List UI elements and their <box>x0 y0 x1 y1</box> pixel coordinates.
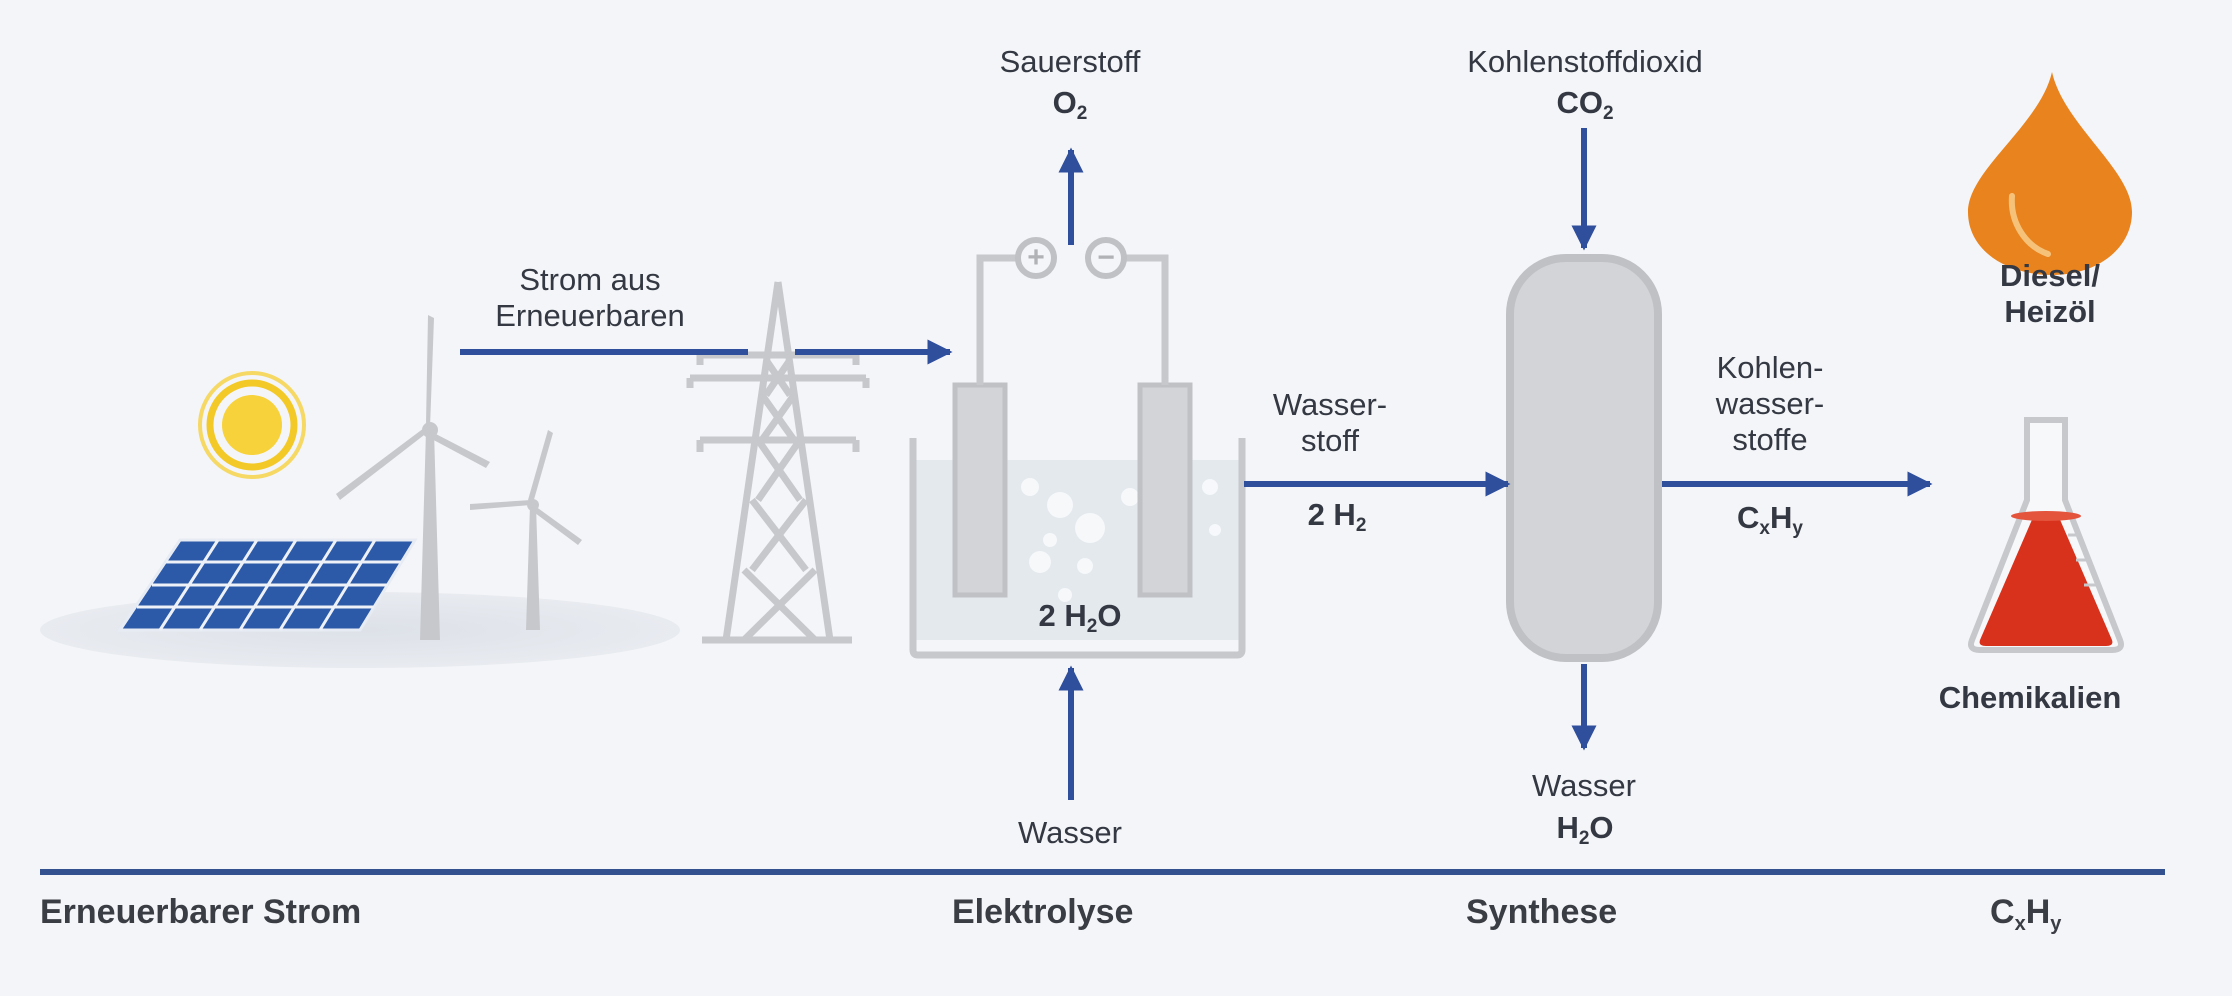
hydrocarbon-formula: CxHy <box>1737 500 1803 539</box>
wasser-in-label: Wasser <box>1018 815 1122 850</box>
kohlenwasserstoffe-label: Kohlen- wasser- stoffe <box>1690 350 1850 458</box>
sun-icon <box>198 371 306 479</box>
diesel-line1: Diesel/ <box>2000 258 2100 293</box>
kw-line2: wasser- <box>1715 386 1825 421</box>
electrolyzer-icon <box>909 237 1246 659</box>
oil-drop-icon <box>1968 72 2132 275</box>
footer-synthese: Synthese <box>1466 893 1618 931</box>
cathode-terminal-icon <box>1085 237 1127 279</box>
strom-aus-erneuerbaren-label: Strom aus Erneuerbaren <box>470 262 710 334</box>
diesel-line2: Heizöl <box>2004 294 2096 329</box>
solar-panel-icon <box>117 538 418 632</box>
water-in-cell-formula: 2 H2O <box>1038 598 1122 637</box>
o2-formula: O2 <box>1052 85 1088 124</box>
terminal-plus-label: + <box>1027 241 1045 274</box>
kw-line3: stoffe <box>1732 422 1808 457</box>
co2-name-label: Kohlenstoffdioxid <box>1467 44 1703 79</box>
hydrogen-formula: 2 H2 <box>1307 497 1367 536</box>
diesel-heizoel-label: Diesel/ Heizöl <box>1960 258 2140 330</box>
chemikalien-label: Chemikalien <box>1938 680 2122 715</box>
strom-line1: Strom aus <box>519 262 661 297</box>
wind-turbine-icon <box>336 315 582 640</box>
wasserstoff-line1: Wasser- <box>1272 387 1388 422</box>
sauerstoff-label: Sauerstoff <box>999 44 1141 79</box>
wasserstoff-line2: stoff <box>1300 423 1360 458</box>
water-out-formula: H2O <box>1556 810 1614 849</box>
flow-arrows <box>460 128 1933 800</box>
reactor-tank-icon <box>1506 254 1662 662</box>
terminal-minus-label: − <box>1097 241 1115 274</box>
footer-cxhy: CxHy <box>1990 893 2062 935</box>
co2-formula: CO2 <box>1556 85 1614 124</box>
kw-line1: Kohlen- <box>1716 350 1824 385</box>
wasserstoff-label: Wasser- stoff <box>1255 387 1405 459</box>
strom-line2: Erneuerbaren <box>495 298 685 333</box>
wasser-out-label: Wasser <box>1532 768 1636 803</box>
power-pylon-icon <box>686 281 870 644</box>
flask-icon <box>1968 417 2124 653</box>
anode-terminal-icon <box>1015 237 1057 279</box>
footer-elektrolyse: Elektrolyse <box>952 893 1134 931</box>
footer-strom: Erneuerbarer Strom <box>40 893 362 931</box>
